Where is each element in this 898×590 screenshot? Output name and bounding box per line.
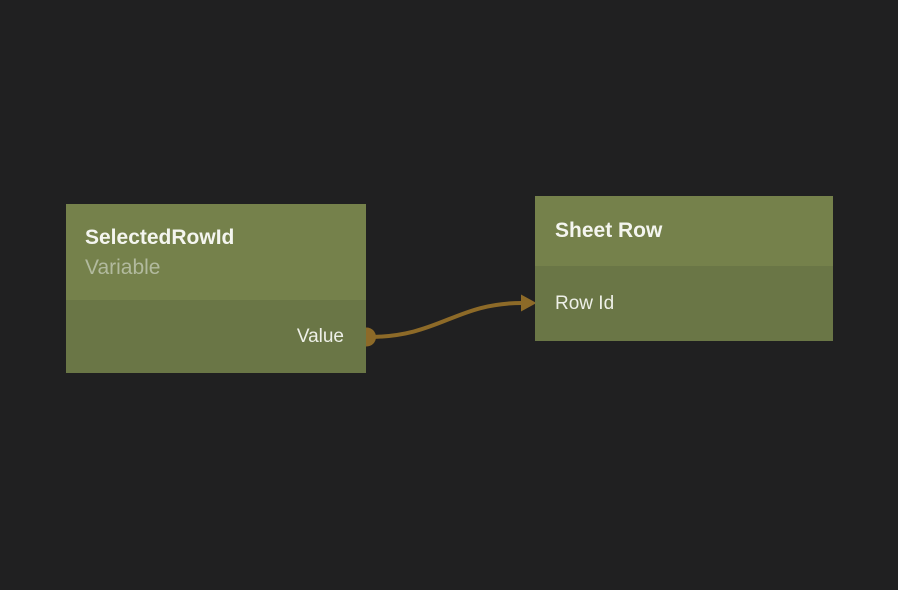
node-selectedrowid[interactable]: SelectedRowId Variable Value: [66, 204, 366, 373]
node-title: Sheet Row: [555, 219, 663, 242]
node-body: Value: [66, 300, 366, 373]
node-body: Row Id: [535, 266, 833, 341]
node-title: SelectedRowId: [85, 225, 235, 249]
output-port-value[interactable]: Value: [66, 300, 366, 373]
node-header: SelectedRowId Variable: [66, 204, 366, 300]
node-sheet-row[interactable]: Sheet Row Row Id: [535, 196, 833, 341]
node-subtitle: Variable: [85, 255, 161, 279]
input-port-row-id[interactable]: Row Id: [535, 266, 833, 341]
input-port-label: Row Id: [555, 292, 615, 314]
node-header: Sheet Row: [535, 196, 833, 266]
connection-wire[interactable]: [366, 301, 524, 339]
output-port-label: Value: [296, 325, 344, 347]
